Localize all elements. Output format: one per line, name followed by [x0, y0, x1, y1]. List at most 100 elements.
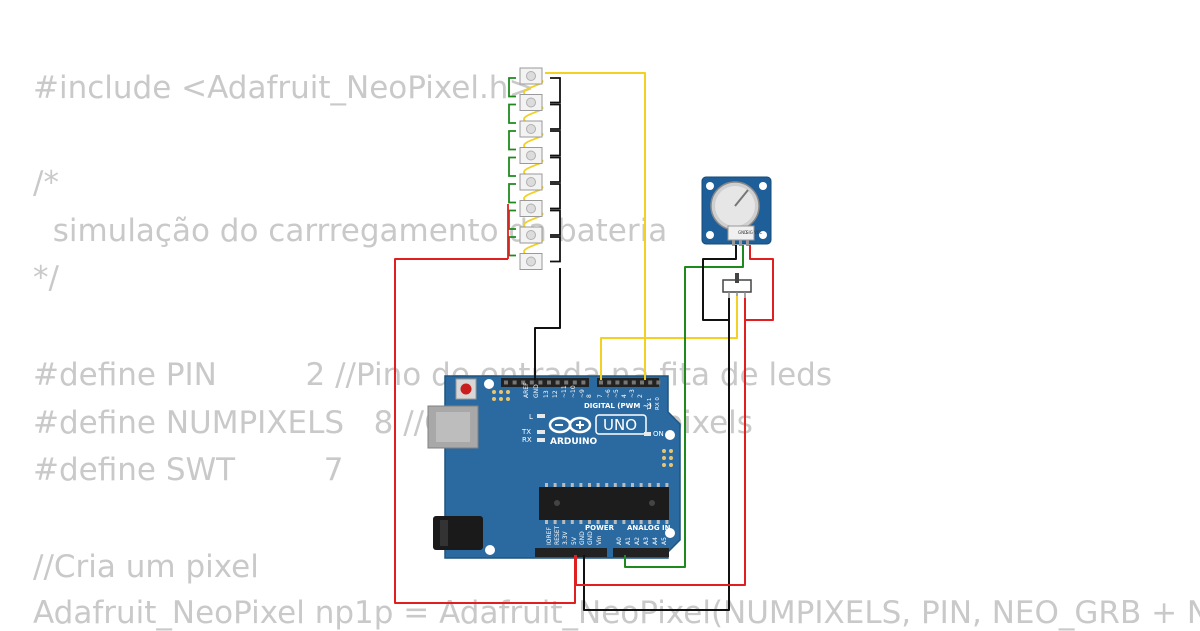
chip-leg	[553, 520, 557, 524]
power-pin-label: 5V	[571, 536, 578, 545]
digital-pin-label: ~3	[629, 389, 636, 398]
atmega-chip	[539, 487, 669, 520]
neopixel-led-lens	[526, 230, 536, 240]
pixel-link-black	[550, 156, 561, 183]
on-led-label: ON	[653, 430, 664, 438]
potentiometer-module[interactable]: GND SIG VCC	[701, 176, 772, 246]
header-pin[interactable]	[504, 380, 508, 385]
tx-led	[537, 430, 545, 434]
header-pin[interactable]	[512, 380, 517, 385]
neopixel-led-lens	[526, 256, 536, 267]
chip-leg	[562, 520, 566, 524]
chip-leg	[639, 520, 643, 524]
analog-pin-label: A1	[625, 537, 632, 545]
header-pin[interactable]	[615, 380, 620, 385]
digital-pwm-label: DIGITAL (PWM ~)	[584, 402, 652, 410]
digital-pin-label: RX 0	[655, 397, 661, 410]
rx-led	[537, 438, 545, 442]
neopixel-led-lens	[526, 177, 536, 187]
chip-leg	[656, 483, 660, 487]
power-pin-label: RESET	[554, 525, 561, 545]
code-line-include: #include <Adafruit_NeoPixel.h>	[33, 70, 535, 106]
header-pin[interactable]	[656, 380, 661, 385]
pot-pin-label: GND	[738, 230, 747, 235]
code-line-comment-pixel: //Cria um pixel	[33, 549, 259, 585]
pixel-link-green	[508, 209, 516, 230]
chip-leg	[553, 483, 557, 487]
header-pin[interactable]	[521, 380, 526, 385]
digital-pin-label: ~11	[561, 385, 568, 398]
pixel-link-black	[550, 209, 561, 236]
digital-pin-label: ~9	[579, 389, 586, 398]
pixel-link-green	[508, 236, 516, 257]
slide-switch[interactable]	[722, 273, 752, 298]
digital-pin-label: 12	[552, 390, 559, 398]
digital-pin-label: ~5	[613, 389, 620, 398]
header-pin[interactable]	[623, 380, 628, 385]
pixel-link-green	[508, 183, 516, 204]
analog-pin-label: A3	[643, 537, 650, 545]
wire-black-switch-gnd	[583, 298, 730, 611]
header-pin[interactable]	[640, 380, 644, 385]
pixel-link-green	[508, 103, 516, 124]
header-pin[interactable]	[547, 380, 551, 385]
chip-leg	[648, 483, 652, 487]
analog-header	[613, 548, 669, 557]
header-pin[interactable]	[538, 380, 543, 385]
header-pin[interactable]	[572, 380, 577, 385]
chip-leg	[622, 520, 626, 524]
chip-leg	[613, 520, 617, 524]
code-line-comment-text: simulação do carrregamento da bateria	[33, 213, 668, 249]
pixel-link-black	[550, 77, 561, 104]
digital-pin-label: ~6	[605, 389, 612, 398]
header-pin[interactable]	[648, 380, 653, 385]
pixel-link-green	[508, 130, 516, 151]
l-led-label: L	[529, 413, 533, 421]
neopixel-led-lens	[526, 97, 536, 108]
power-pin-label: 3.3V	[562, 530, 569, 545]
wire-black-gnd	[534, 268, 561, 380]
digital-pin-label: TX 1	[647, 398, 653, 411]
pot-indicator	[734, 189, 749, 207]
neopixel-led-lens	[526, 71, 536, 81]
pixel-link-black	[550, 236, 561, 263]
chip-leg	[665, 483, 669, 487]
digital-header-left	[501, 378, 589, 387]
switch-lever[interactable]	[735, 273, 739, 283]
arduino-brand-label: ARDUINO	[550, 437, 598, 447]
icsp2-header	[662, 449, 673, 467]
digital-pin-label: 2	[637, 394, 644, 398]
digital-pin-label: 7	[597, 394, 604, 398]
chip-leg	[665, 520, 669, 524]
wire-yellow-switch	[600, 296, 738, 380]
arduino-uno-board[interactable]: AREF GND 13 12 ~11 ~10 ~9 8 7 ~6 ~5 4 ~3…	[427, 375, 681, 559]
header-pin[interactable]	[564, 380, 569, 385]
analog-pin-label: A2	[634, 537, 641, 545]
arduino-logo-icon	[548, 416, 592, 434]
header-pin[interactable]	[599, 380, 603, 385]
chip-leg	[648, 520, 652, 524]
header-pin[interactable]	[581, 380, 586, 385]
pixel-link-black	[550, 130, 561, 157]
icsp-header	[492, 390, 510, 401]
tx-led-label: TX	[521, 428, 531, 436]
chip-leg	[631, 483, 634, 487]
digital-pin-label: 13	[543, 390, 550, 398]
power-pin-label: Vin	[596, 535, 603, 545]
analog-pin-label: A5	[661, 537, 668, 545]
chip-leg	[545, 483, 548, 487]
power-pin-label: GND	[587, 531, 594, 545]
mount-hole	[484, 379, 494, 389]
power-pin-label: GND	[579, 531, 586, 545]
chip-leg	[588, 483, 591, 487]
header-pin[interactable]	[529, 380, 534, 385]
digital-pin-label: 8	[586, 394, 593, 398]
header-pin[interactable]	[607, 380, 612, 385]
chip-leg	[622, 483, 626, 487]
chip-leg	[605, 483, 609, 487]
header-pin[interactable]	[631, 380, 636, 385]
header-pin[interactable]	[555, 380, 560, 385]
neopixel-led-lens	[526, 203, 536, 214]
